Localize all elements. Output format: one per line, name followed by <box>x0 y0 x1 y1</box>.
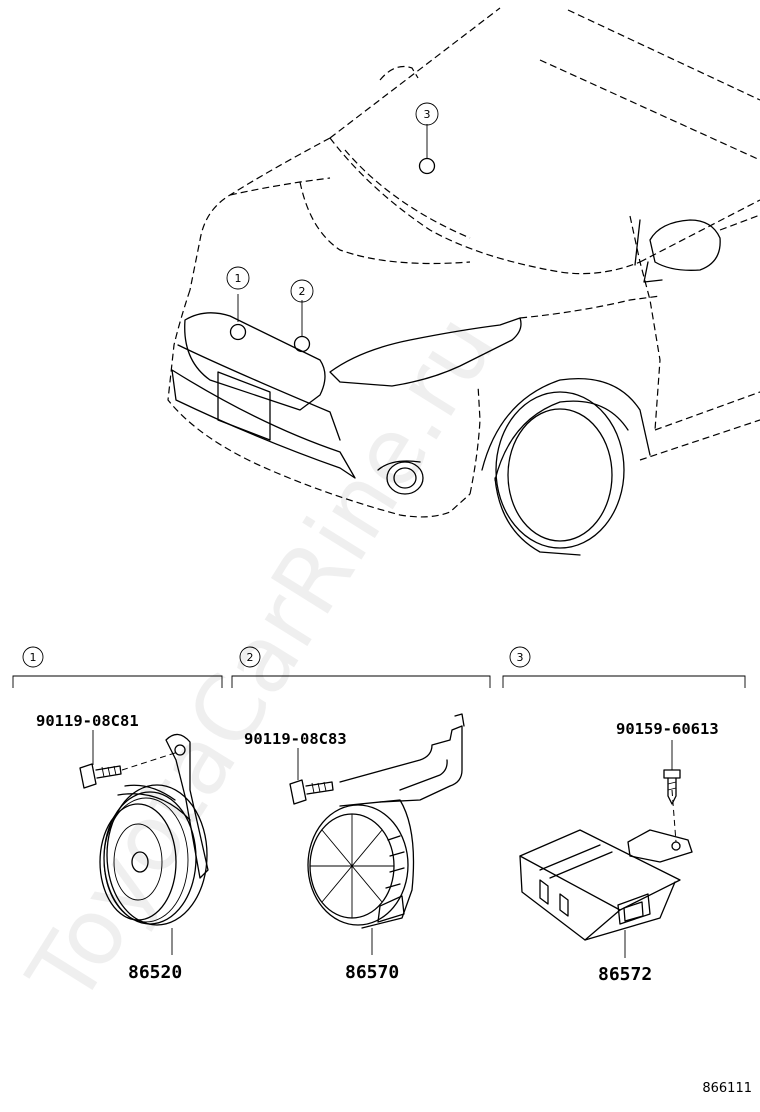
horn-assembly-86520: 90119-08C81 86520 <box>36 712 209 983</box>
group-3-number: 3 <box>517 651 524 664</box>
callout-1-label: 1 <box>235 272 242 285</box>
group-1-number: 1 <box>30 651 37 664</box>
callout-3-label: 3 <box>424 108 431 121</box>
watermark: ToyotaCarRine.ru <box>7 296 516 1022</box>
group-1-header: 1 <box>12 646 223 688</box>
group-2-header: 2 <box>231 646 491 688</box>
group-3-part-number: 86572 <box>598 964 652 985</box>
group-2-bolt-part-number: 90119-08C83 <box>244 730 347 748</box>
callout-1: 1 <box>226 266 250 290</box>
group-2-part-number: 86570 <box>345 962 399 983</box>
group-2-number: 2 <box>247 651 254 664</box>
callout-3: 3 <box>415 102 439 126</box>
callout-2: 2 <box>290 279 314 303</box>
group-1-part-number: 86520 <box>128 962 182 983</box>
diagram-reference-id: 866111 <box>702 1081 752 1096</box>
vehicle-front-illustration <box>167 7 760 556</box>
control-unit-86572: 90159-60613 86572 <box>519 720 719 985</box>
group-3-header: 3 <box>502 646 746 688</box>
callout-2-label: 2 <box>299 285 306 298</box>
group-1-bolt-part-number: 90119-08C81 <box>36 712 139 730</box>
group-3-bolt-part-number: 90159-60613 <box>616 720 719 738</box>
horn-assembly-86570: 90119-08C83 86570 <box>244 713 465 983</box>
